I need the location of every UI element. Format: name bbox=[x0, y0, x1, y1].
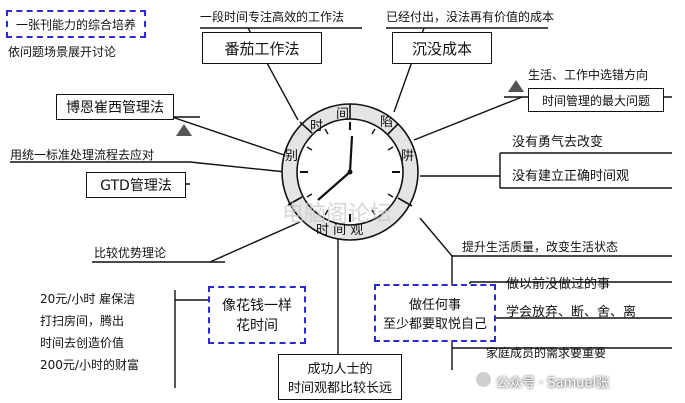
node-line: 至少都要取悦自己 bbox=[382, 317, 487, 332]
node-box-dashed: 像花钱一样 花时间 bbox=[208, 286, 306, 344]
ring-char: 阱 bbox=[401, 149, 415, 164]
node-caption: 已经付出，没法再有价值的成本 bbox=[386, 10, 555, 24]
node-caption: 没有勇气去改变 bbox=[512, 135, 604, 150]
ring-label: 时 间 观 bbox=[316, 223, 364, 238]
node-line: 花时间 bbox=[236, 318, 278, 334]
ring-char: 时 bbox=[310, 119, 324, 134]
connector bbox=[171, 116, 291, 158]
watermark-account: 公众号 · Samuel张 bbox=[496, 376, 610, 391]
ring-char: 别 bbox=[285, 149, 299, 164]
node-line: 成功人士的 bbox=[307, 362, 373, 377]
connector bbox=[189, 161, 287, 173]
triangle-icon bbox=[176, 124, 192, 136]
connector bbox=[419, 217, 453, 257]
node-caption: 依问题场景展开讨论 bbox=[8, 45, 117, 59]
node-text: 学会放弃、断、舍、离 bbox=[506, 305, 637, 320]
node-line: 做任何事 bbox=[408, 298, 461, 313]
node-line: 像花钱一样 bbox=[222, 298, 292, 314]
node-title-box: 一张刊能力的综合培养 bbox=[6, 10, 146, 38]
node-text: 家庭成员的需求要重要 bbox=[486, 346, 607, 360]
node-text: 20元/小时 雇保洁 bbox=[40, 292, 136, 306]
ring-char: 间 bbox=[336, 107, 350, 122]
node-caption: 没有建立正确时间观 bbox=[512, 169, 630, 184]
connector bbox=[209, 221, 301, 263]
node-caption: 用统一标准处理流程去应对 bbox=[10, 148, 155, 162]
wechat-icon bbox=[476, 372, 491, 387]
ring-char: 陷 bbox=[380, 115, 394, 130]
node-caption: 一段时间专注高效的工作法 bbox=[200, 10, 345, 24]
node-box: GTD管理法 bbox=[86, 172, 186, 198]
node-text: 打扫房间，腾出 bbox=[40, 314, 125, 328]
clock-icon bbox=[281, 103, 419, 241]
node-box: 博恩崔西管理法 bbox=[56, 94, 174, 120]
node-caption: 提升生活质量，改变生活状态 bbox=[462, 240, 619, 254]
connector bbox=[413, 96, 523, 141]
node-box-dashed: 做任何事 至少都要取悦自己 bbox=[374, 284, 496, 342]
node-text: 做以前没做过的事 bbox=[506, 277, 611, 292]
triangle-icon bbox=[508, 80, 524, 92]
node-box: 番茄工作法 bbox=[202, 32, 322, 64]
node-text: 200元/小时的财富 bbox=[40, 358, 139, 372]
watermark: 电脑阁论坛 bbox=[282, 202, 393, 227]
node-box: 时间管理的最大问题 bbox=[528, 88, 664, 112]
node-box: 沉没成本 bbox=[392, 32, 492, 64]
node-line: 时间观都比较长远 bbox=[287, 381, 392, 396]
node-caption: 比较优势理论 bbox=[94, 246, 167, 260]
node-caption: 生活、工作中选错方向 bbox=[528, 68, 649, 82]
node-box: 成功人士的 时间观都比较长远 bbox=[278, 354, 402, 400]
node-text: 时间去创造价值 bbox=[40, 336, 125, 350]
